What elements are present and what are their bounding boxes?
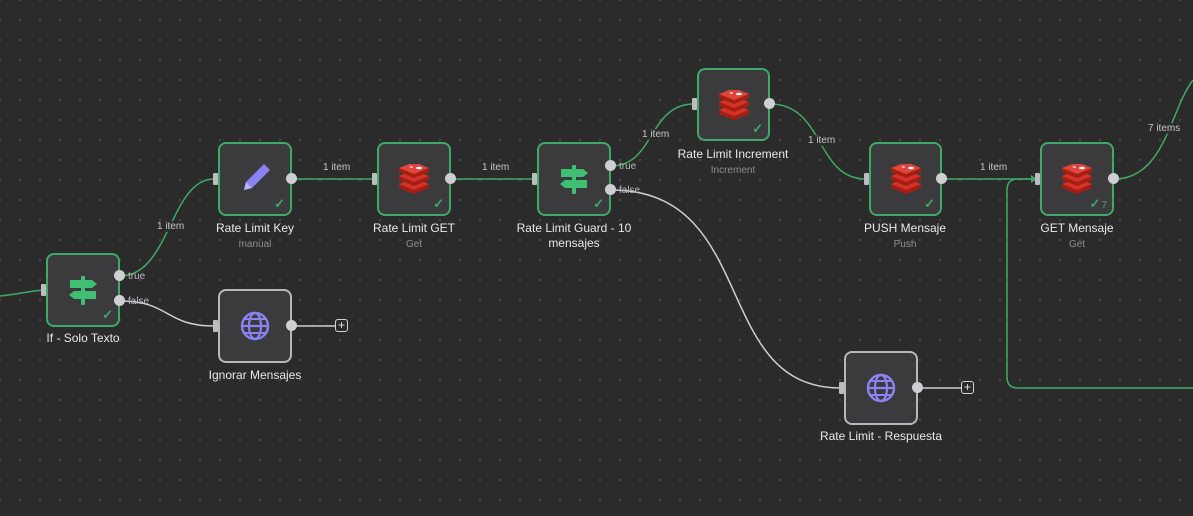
node-title: GET Mensaje	[1040, 221, 1114, 235]
node-ignorar-mensajes[interactable]	[218, 289, 292, 363]
edge-label-if-true: 1 item	[155, 221, 187, 232]
output-handle[interactable]	[912, 382, 923, 393]
input-handle[interactable]	[532, 173, 537, 185]
node-title: Rate Limit Key	[215, 221, 295, 235]
success-check-icon: ✓	[433, 196, 444, 211]
node-rate-limit-get[interactable]: ✓	[377, 142, 451, 216]
success-check-icon: ✓	[924, 196, 935, 211]
edge-label-increment-to-push: 1 item	[806, 135, 838, 146]
output-handle[interactable]	[445, 173, 456, 184]
redis-icon	[399, 164, 429, 194]
output-handle[interactable]	[286, 320, 297, 331]
node-subtitle: manual	[238, 239, 272, 250]
redis-icon	[718, 89, 749, 120]
node-title: Ignorar Mensajes	[208, 368, 302, 382]
output-handle-false[interactable]	[605, 184, 616, 195]
edge-label-get-mensaje-out: 7 items	[1146, 123, 1183, 134]
node-rate-limit-increment[interactable]: ✓	[697, 68, 770, 141]
redis-icon	[1062, 164, 1092, 194]
add-node-button[interactable]: +	[961, 381, 974, 394]
branch-label-true: true	[619, 161, 637, 172]
success-check-icon: ✓	[752, 121, 763, 136]
output-handle-true[interactable]	[605, 160, 616, 171]
globe-icon	[866, 373, 896, 403]
edge-label-guard-true: 1 item	[640, 129, 672, 140]
check-glyph: ✓	[1089, 196, 1101, 211]
success-check-icon: ✓	[274, 196, 285, 211]
output-handle[interactable]	[936, 173, 947, 184]
input-handle[interactable]	[372, 173, 377, 185]
node-title: PUSH Mensaje	[863, 221, 947, 235]
output-handle-false[interactable]	[114, 295, 125, 306]
node-push-mensaje[interactable]: ✓	[869, 142, 942, 216]
branch-label-true: true	[128, 271, 146, 282]
edge-loop-into-get-mensaje	[1006, 178, 1193, 389]
edge-label-key-to-get: 1 item	[321, 162, 353, 173]
run-count: 7	[1101, 200, 1107, 211]
node-rate-limit-respuesta[interactable]	[844, 351, 918, 425]
input-handle[interactable]	[839, 382, 844, 394]
edge-label-get-to-guard: 1 item	[480, 162, 512, 173]
pencil-icon	[244, 164, 270, 190]
output-handle[interactable]	[286, 173, 297, 184]
node-if-solo-texto[interactable]: ✓	[46, 253, 120, 327]
signpost-icon	[560, 165, 588, 194]
node-subtitle: Get	[405, 239, 423, 250]
redis-icon	[890, 164, 921, 194]
success-check-icon: ✓	[593, 196, 604, 211]
input-handle[interactable]	[692, 98, 697, 110]
branch-label-false: false	[128, 296, 150, 307]
edge-if-false-to-ignorar	[119, 300, 215, 327]
node-title: Rate Limit GET	[372, 221, 456, 235]
branch-label-false: false	[619, 185, 641, 196]
edge-get-mensaje-out	[1113, 79, 1193, 180]
node-title: Rate Limit Increment	[677, 147, 789, 161]
node-title: If - Solo Texto	[46, 331, 120, 345]
add-node-button[interactable]: +	[335, 319, 348, 332]
arrow-head	[1031, 175, 1037, 183]
input-handle[interactable]	[41, 284, 46, 296]
node-subtitle: Push	[893, 239, 917, 250]
edge-label-push-to-get: 1 item	[978, 162, 1010, 173]
globe-icon	[240, 311, 270, 341]
input-handle[interactable]	[864, 173, 869, 185]
node-get-mensaje[interactable]: ✓7	[1040, 142, 1114, 216]
success-check-icon: ✓	[102, 307, 113, 322]
edge-input-to-if	[0, 289, 44, 297]
node-rate-limit-guard[interactable]: ✓	[537, 142, 611, 216]
output-handle-true[interactable]	[114, 270, 125, 281]
signpost-icon	[69, 276, 97, 305]
input-handle[interactable]	[213, 173, 218, 185]
edge-guard-false-to-respuesta	[610, 189, 842, 389]
node-title: Rate Limit - Respuesta	[819, 429, 943, 443]
node-title: Rate Limit Guard - 10 mensajes	[516, 221, 632, 250]
output-handle[interactable]	[764, 98, 775, 109]
success-check-icon: ✓7	[1090, 196, 1107, 212]
node-rate-limit-key[interactable]: ✓	[218, 142, 292, 216]
output-handle[interactable]	[1108, 173, 1119, 184]
input-handle[interactable]	[1035, 173, 1040, 185]
node-subtitle: Increment	[710, 165, 756, 176]
input-handle[interactable]	[213, 320, 218, 332]
node-subtitle: Get	[1068, 239, 1086, 250]
